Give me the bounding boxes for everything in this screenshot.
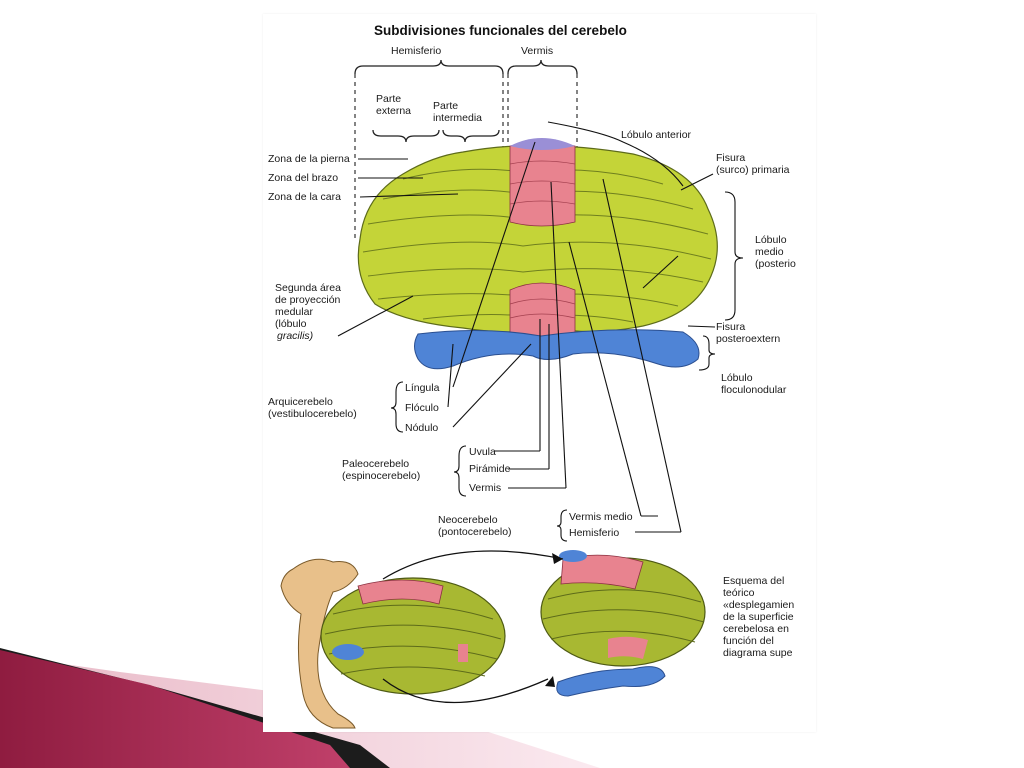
right-cerebellum-folia xyxy=(542,589,705,643)
caption-line-5: cerebelosa en xyxy=(723,623,789,635)
left-pink-patch xyxy=(458,644,468,662)
label-hemisferio-group: Hemisferio xyxy=(569,527,619,539)
bottom-illustration-right xyxy=(540,550,706,697)
label-hemisferio: Hemisferio xyxy=(391,45,441,57)
label-paleo-2: (espinocerebelo) xyxy=(342,470,420,482)
line-fisura-primaria xyxy=(680,173,714,191)
label-fisura-post-1: Fisura xyxy=(716,321,745,333)
cerebellum-diagram: Subdivisiones funcionales del cerebelo H… xyxy=(268,23,796,729)
label-floculonodular-1: Lóbulo xyxy=(721,372,753,384)
caption-line-7: diagrama supe xyxy=(723,647,793,659)
brainstem-shape xyxy=(280,558,359,729)
label-parte-externa-2: externa xyxy=(376,105,411,117)
top-brackets xyxy=(354,59,578,143)
vermis-upper-lines xyxy=(509,160,576,205)
left-leader-lines xyxy=(337,158,459,337)
label-segunda-5: gracilis) xyxy=(277,330,313,342)
label-floculo: Flóculo xyxy=(405,402,439,414)
bracket-lobulo-anterior xyxy=(547,121,684,187)
label-lobulo-medio-2: medio xyxy=(755,246,784,258)
label-zona-cara: Zona de la cara xyxy=(268,191,341,203)
diagram-title: Subdivisiones funcionales del cerebelo xyxy=(374,23,627,38)
vermis-lower-lines xyxy=(509,298,576,319)
label-neo-2: (pontocerebelo) xyxy=(438,526,512,538)
label-arqui-2: (vestibulocerebelo) xyxy=(268,408,357,420)
right-vermis-stripe xyxy=(560,554,644,590)
label-segunda-2: de proyección xyxy=(275,294,341,306)
vermis-lower xyxy=(509,282,576,337)
line-lobulo-medio xyxy=(642,255,679,289)
label-segunda-4: (lóbulo xyxy=(275,318,307,330)
arrow-head-top xyxy=(552,553,563,564)
label-parte-intermedia-2: intermedia xyxy=(433,112,482,124)
flocculonodular-lobe xyxy=(414,329,700,370)
line-fisura-post xyxy=(687,325,716,328)
group-leader-lines xyxy=(447,141,682,533)
caption-line-4: de la superficie xyxy=(723,611,794,623)
label-neo-1: Neocerebelo xyxy=(438,514,498,526)
label-parte-externa-1: Parte xyxy=(376,93,401,105)
label-uvula: Uvula xyxy=(469,446,496,458)
cerebellum-main xyxy=(357,138,718,370)
label-nodulo: Nódulo xyxy=(405,422,438,434)
label-parte-intermedia-1: Parte xyxy=(433,100,458,112)
arrow-head-bottom xyxy=(545,676,555,687)
label-vermis-group: Vermis xyxy=(469,482,501,494)
brace-arqui xyxy=(390,381,404,433)
brace-neo xyxy=(556,509,568,542)
label-zona-brazo: Zona del brazo xyxy=(268,172,338,184)
transform-arrows xyxy=(382,550,564,704)
label-paleo-1: Paleocerebelo xyxy=(342,458,409,470)
right-pink-lower xyxy=(608,636,648,659)
label-vermis-top: Vermis xyxy=(521,45,553,57)
label-fisura-primaria-1: Fisura xyxy=(716,152,745,164)
ribbon-maroon xyxy=(0,650,350,768)
label-floculonodular-2: floculonodular xyxy=(721,384,787,396)
label-lobulo-medio-1: Lóbulo xyxy=(755,234,787,246)
left-vermis-stripe xyxy=(357,579,444,605)
label-fisura-primaria-2: (surco) primaria xyxy=(716,164,790,176)
caption-line-6: función del xyxy=(723,635,774,647)
bottom-illustration-left xyxy=(280,558,506,729)
caption-line-2: teórico xyxy=(723,587,755,599)
label-lobulo-anterior: Lóbulo anterior xyxy=(621,129,692,141)
brace-paleo xyxy=(453,445,467,497)
bracket-lobulo-medio xyxy=(724,191,744,321)
label-lobulo-medio-3: (posterio xyxy=(755,258,796,270)
vermis-upper xyxy=(509,141,576,227)
caption-line-3: «desplegamien xyxy=(723,599,794,611)
bracket-floculonodular xyxy=(698,335,716,371)
right-blue-lobe xyxy=(556,666,666,697)
figure-panel: Subdivisiones funcionales del cerebelo H… xyxy=(263,14,816,732)
label-fisura-post-2: posteroextern xyxy=(716,333,780,345)
left-cerebellum xyxy=(320,577,506,695)
label-vermis-medio: Vermis medio xyxy=(569,511,633,523)
left-blue-patch xyxy=(332,644,364,660)
label-segunda-1: Segunda área xyxy=(275,282,341,294)
vermis-upper-cap xyxy=(510,138,575,150)
right-blue-top xyxy=(559,550,587,562)
label-piramide: Pirámide xyxy=(469,463,511,475)
label-zona-pierna: Zona de la pierna xyxy=(268,153,350,165)
caption-line-1: Esquema del xyxy=(723,575,784,587)
label-segunda-3: medular xyxy=(275,306,313,318)
label-lingula: Língula xyxy=(405,382,440,394)
label-arqui-1: Arquicerebelo xyxy=(268,396,333,408)
